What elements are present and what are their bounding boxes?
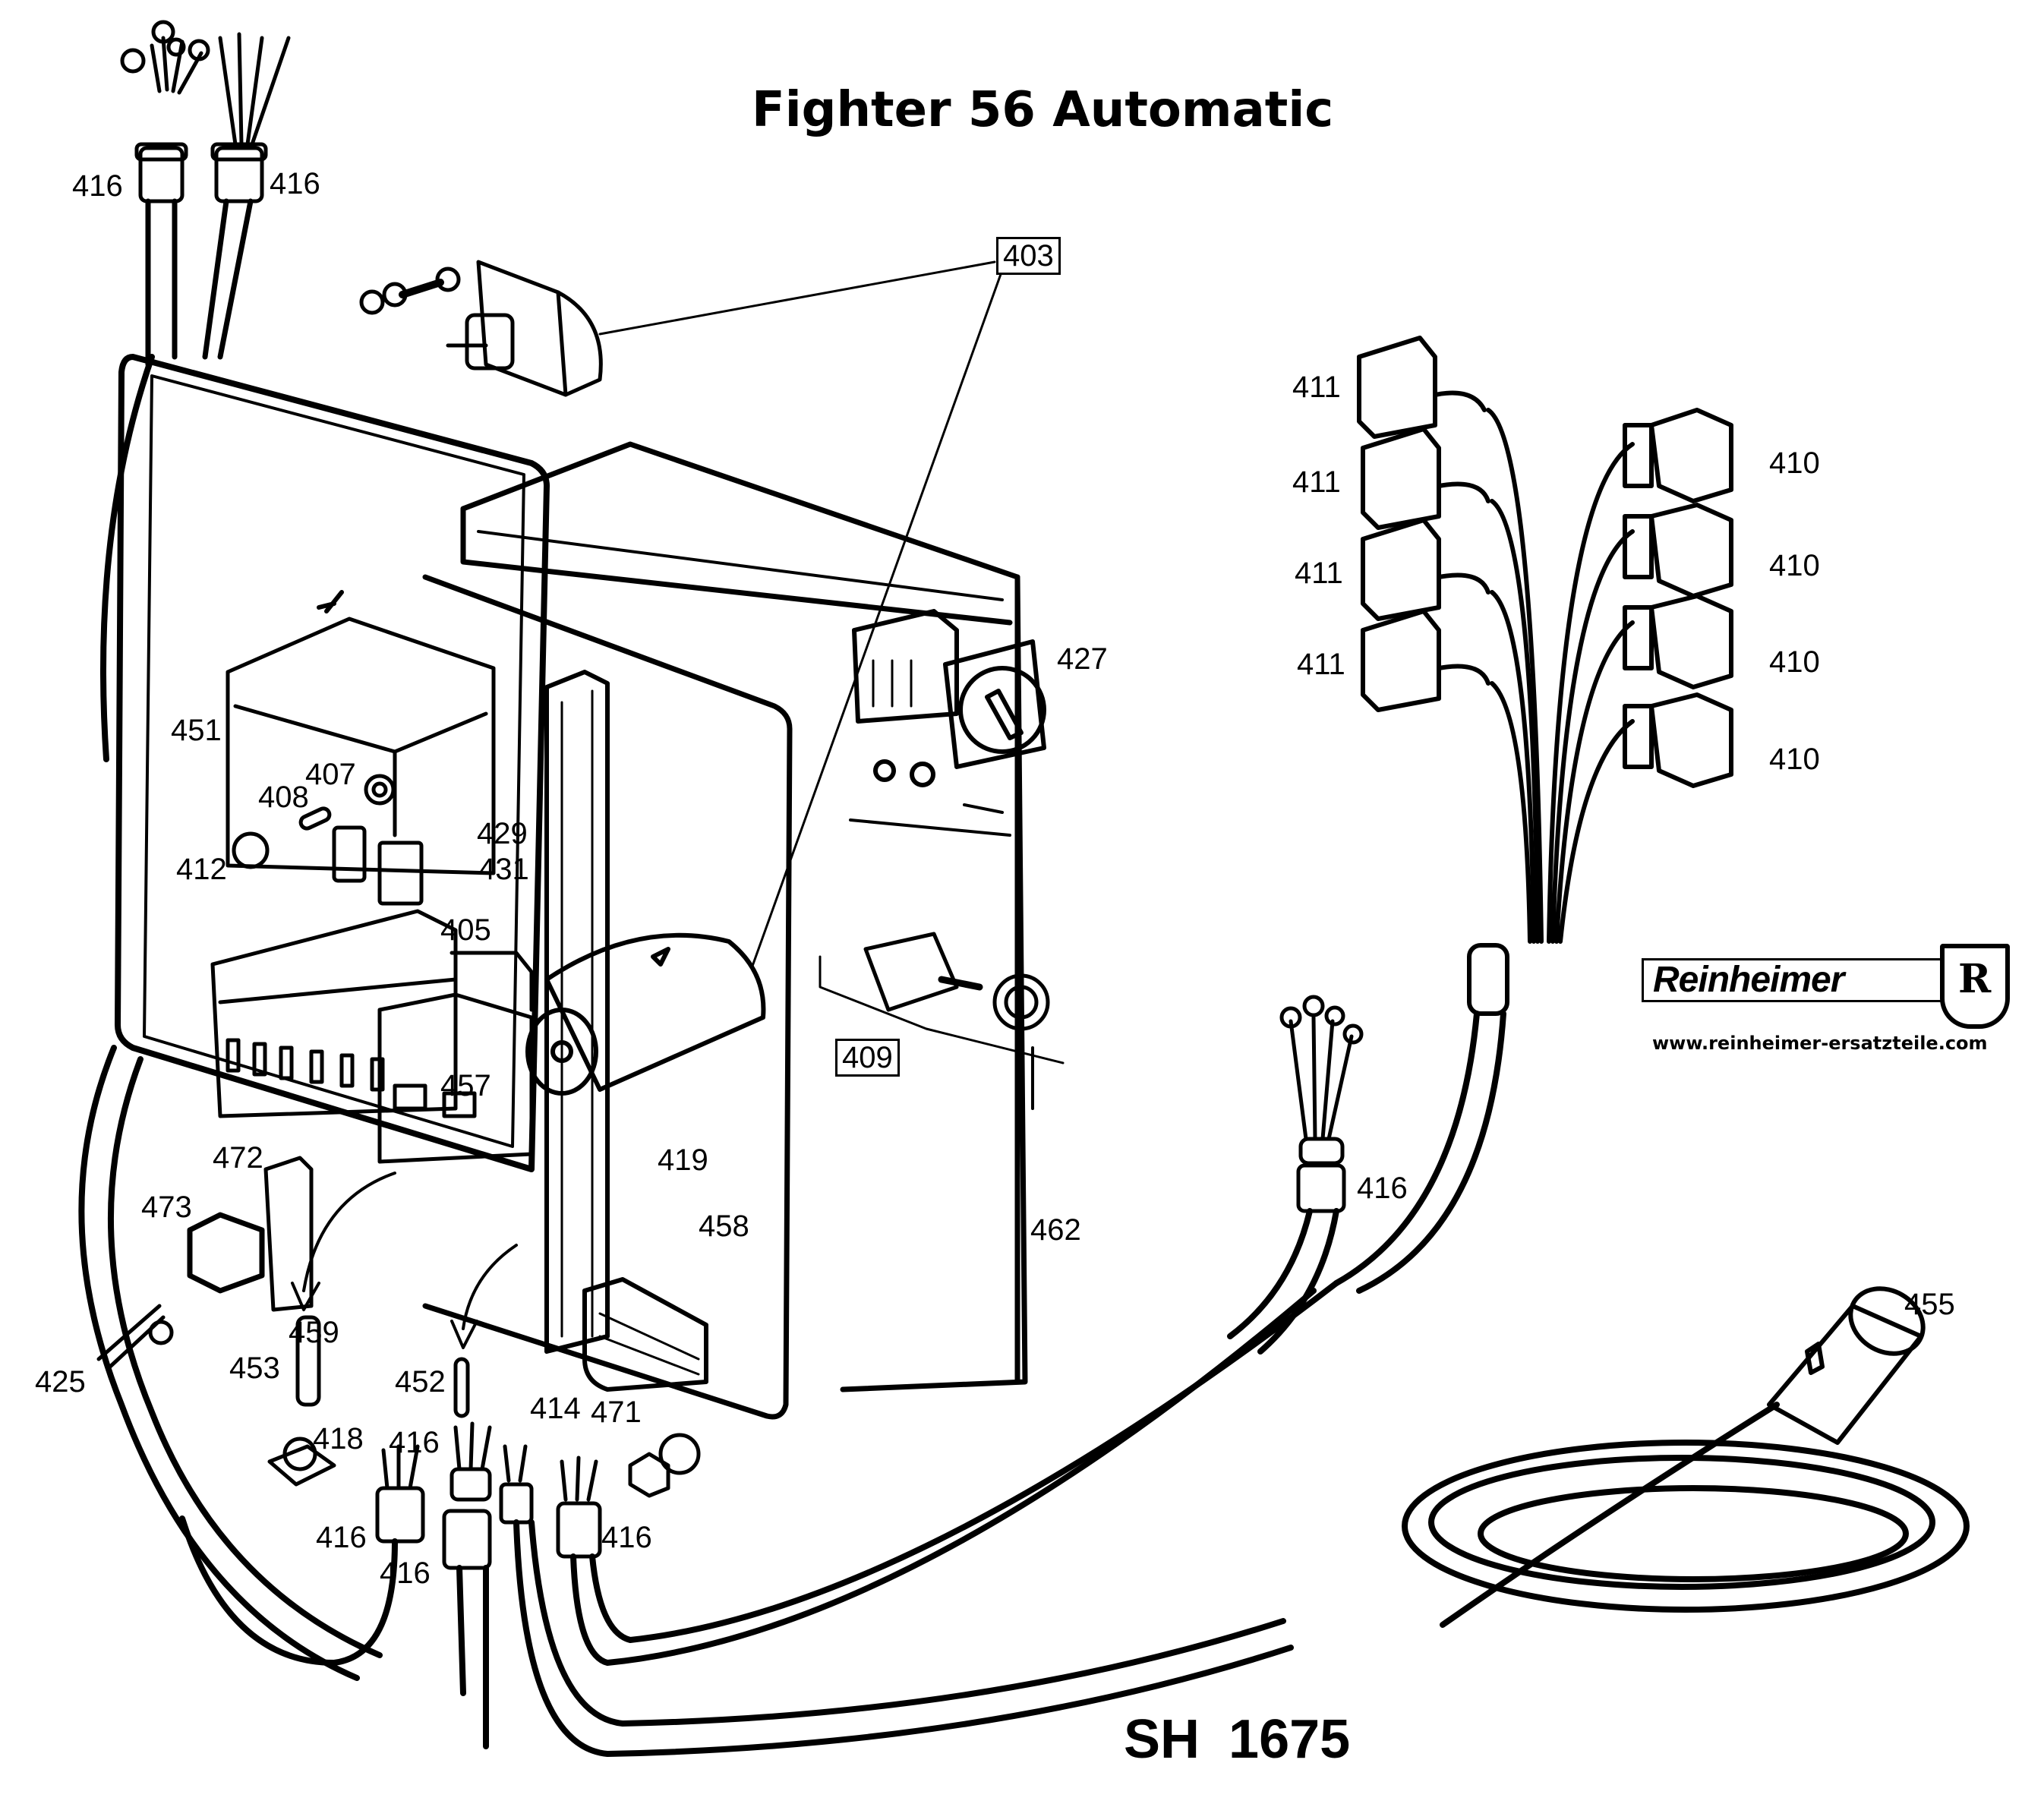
brand-shield-icon: R — [1940, 944, 2010, 1029]
connector-418 — [267, 1437, 336, 1487]
terminal-rail — [544, 670, 610, 1354]
bolt — [628, 1433, 701, 1498]
exploded-arrows — [291, 1172, 518, 1349]
part-label-410: 410 — [1769, 743, 1820, 776]
indicator-lamp — [819, 932, 1065, 1064]
part-label-403: 403 — [996, 237, 1061, 275]
part-label-416: 416 — [1357, 1172, 1408, 1205]
part-label-425: 425 — [35, 1365, 86, 1399]
leader-lines-403 — [598, 260, 1005, 970]
part-label-416: 416 — [270, 167, 320, 200]
part-label-410: 410 — [1769, 446, 1820, 480]
terminal-block — [582, 1277, 708, 1392]
part-label-451: 451 — [171, 714, 222, 747]
part-label-457: 457 — [440, 1069, 491, 1102]
cable-gland-top-right — [202, 32, 291, 360]
fuse-453 — [295, 1315, 321, 1407]
part-label-416: 416 — [72, 169, 123, 203]
cover-frame — [115, 354, 550, 1172]
part-label-458: 458 — [699, 1210, 749, 1243]
part-label-414: 414 — [530, 1392, 581, 1425]
bottom-cable-glands — [375, 1421, 602, 1570]
part-label-418: 418 — [313, 1422, 364, 1456]
part-label-411: 411 — [1295, 557, 1343, 590]
part-label-453: 453 — [229, 1351, 280, 1385]
transformer — [226, 590, 496, 875]
part-label-472: 472 — [213, 1141, 263, 1175]
rotary-switch — [852, 609, 1046, 814]
part-label-412: 412 — [176, 853, 227, 886]
part-label-462: 462 — [1030, 1213, 1081, 1247]
part-label-455: 455 — [1904, 1288, 1955, 1321]
coiled-cable — [1402, 1402, 1970, 1628]
part-label-405: 405 — [440, 913, 491, 947]
part-label-416: 416 — [601, 1521, 652, 1554]
servo-motor — [359, 260, 603, 397]
relay — [377, 951, 534, 1164]
part-label-411: 411 — [1292, 465, 1341, 499]
fuse-holder — [263, 1156, 314, 1312]
brand-emblem-letter: R — [1958, 956, 1992, 1002]
part-label-407: 407 — [305, 758, 356, 791]
part-label-427: 427 — [1057, 642, 1108, 676]
part-label-471: 471 — [591, 1396, 642, 1429]
part-label-473: 473 — [141, 1191, 192, 1224]
cable-gland-top-left — [120, 20, 210, 367]
part-label-419: 419 — [658, 1143, 708, 1177]
part-label-416: 416 — [380, 1556, 431, 1590]
contactor-block — [210, 909, 458, 1118]
cable-gland-right — [1227, 995, 1364, 1355]
control-box-housing — [460, 441, 1034, 1392]
part-label-410: 410 — [1769, 645, 1820, 679]
part-label-416: 416 — [316, 1521, 367, 1554]
part-label-459: 459 — [289, 1316, 339, 1349]
cable-clamp — [96, 1304, 174, 1369]
mounting-plate — [422, 574, 793, 1420]
part-label-408: 408 — [258, 781, 309, 814]
part-label-452: 452 — [395, 1365, 446, 1399]
part-label-411: 411 — [1297, 648, 1345, 681]
brand-logo: Reinheimer — [1642, 958, 1957, 1002]
part-label-411: 411 — [1292, 371, 1341, 404]
part-label-409: 409 — [835, 1039, 900, 1077]
part-label-410: 410 — [1769, 549, 1820, 582]
brand-logo-text: Reinheimer — [1653, 960, 1844, 1000]
mains-plug — [1767, 1286, 1926, 1445]
part-label-416: 416 — [389, 1426, 440, 1459]
brand-url: www.reinheimer-ersatzteile.com — [1652, 1033, 1988, 1054]
left-cables — [78, 354, 383, 1681]
solenoid-harness — [1333, 336, 1733, 1294]
part-label-431: 431 — [478, 853, 529, 886]
diagram-title: Fighter 56 Automatic — [752, 82, 1334, 138]
program-switch — [525, 932, 766, 1096]
mini-relay — [187, 1212, 265, 1294]
drawing-number: SH 1675 — [1124, 1709, 1351, 1770]
fuse-452 — [453, 1357, 470, 1418]
bottom-cables — [179, 1280, 1339, 1757]
fuse-knob-group — [232, 806, 424, 906]
part-label-429: 429 — [477, 817, 528, 850]
